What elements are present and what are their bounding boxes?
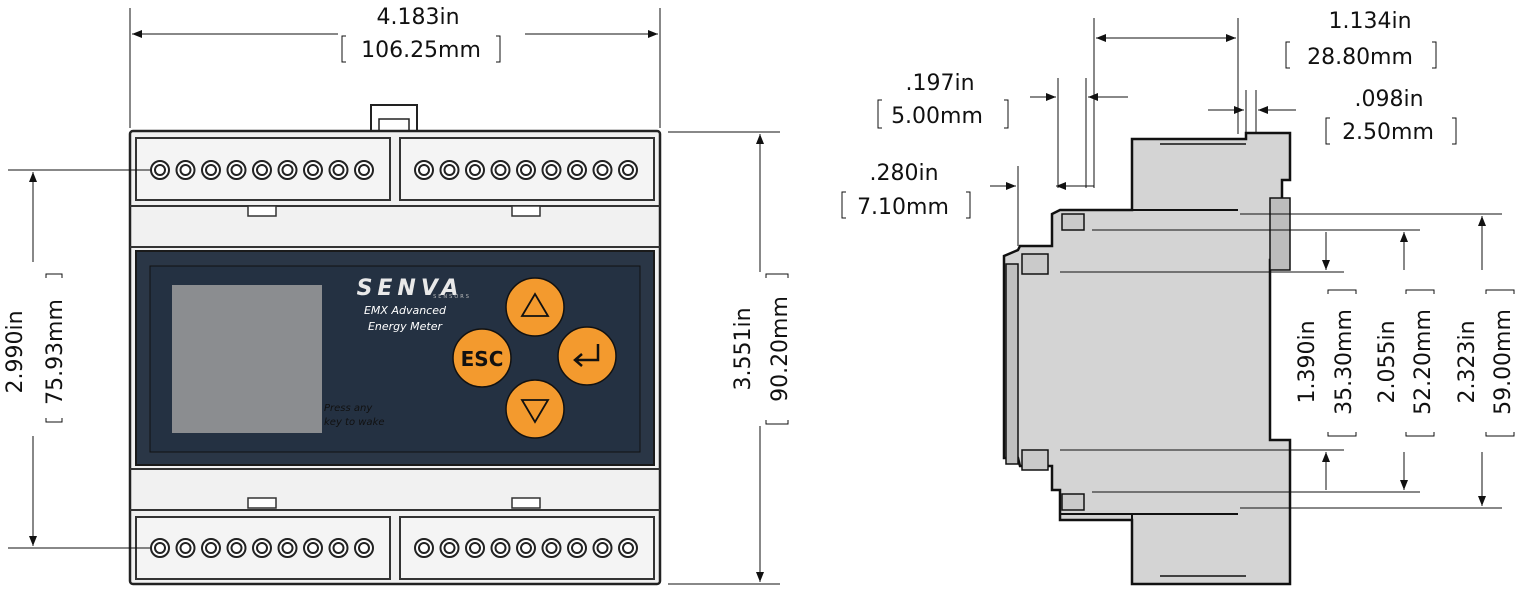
brand-subtitle: SENSORS (433, 294, 471, 300)
terminal-screw-center (230, 164, 243, 176)
height-dimension (668, 131, 789, 585)
terminal-screw-center (154, 542, 166, 554)
dim-098-mm-label: 2.50mm (1342, 120, 1434, 145)
height-mm-label: 90.20mm (768, 296, 793, 402)
side-right-dimensions (1060, 213, 1515, 509)
dim-280-in-label: .280in (869, 161, 938, 186)
terminal-screw-center (520, 542, 532, 554)
terminal-span-in-label: 2.990in (3, 310, 28, 393)
terminal-screw-center (154, 164, 166, 176)
triangle-down-icon (520, 399, 550, 424)
depth-in-label: 1.134in (1328, 9, 1411, 34)
terminal-screw-center (205, 542, 217, 554)
terminal-screw-center (520, 164, 532, 176)
terminal-span-dimension (8, 169, 150, 549)
terminal-screw-center (256, 542, 268, 554)
esc-button[interactable]: ESC (452, 328, 512, 388)
product-name-line2: Energy Meter (368, 320, 444, 333)
terminal-screw-center (469, 542, 481, 554)
product-name-line1: EMX Advanced (364, 304, 447, 317)
terminal-screw-center (205, 164, 217, 176)
terminal-screw-center (622, 542, 634, 554)
terminal-screw-center (281, 164, 294, 176)
terminal-screw-center (230, 542, 243, 554)
width-in-label: 4.183in (376, 5, 459, 30)
up-button[interactable] (505, 277, 565, 337)
dim-098-in-label: .098in (1354, 87, 1423, 112)
dim-280-mm-label: 7.10mm (857, 195, 949, 220)
wake-hint-line1: Press any (324, 403, 373, 414)
terminal-screw-center (622, 164, 634, 176)
terminal-screw-center (545, 542, 558, 554)
terminal-screw-center (307, 542, 319, 554)
terminal-screw-center (281, 542, 294, 554)
terminal-screw-center (571, 164, 583, 176)
dim-1390-in-label: 1.390in (1295, 320, 1320, 403)
dim-2055-mm-label: 52.20mm (1411, 309, 1436, 415)
height-in-label: 3.551in (731, 307, 756, 390)
esc-label: ESC (461, 347, 504, 371)
dim-1390-mm-label: 35.30mm (1332, 309, 1357, 415)
terminal-screw-center (332, 164, 345, 176)
terminal-screw-center (469, 164, 481, 176)
brand-logo: SENVA (357, 276, 464, 301)
side-top-dimensions (841, 18, 1457, 246)
terminal-screw-center (418, 542, 430, 554)
side-view: 1.134in 28.80mm .197in 5.00mm .098in 2.5… (841, 9, 1516, 586)
terminal-screw-center (545, 164, 558, 176)
dim-197-in-label: .197in (905, 71, 974, 96)
dim-2323-mm-label: 59.00mm (1491, 309, 1516, 415)
terminal-screw-center (596, 164, 609, 176)
terminal-screw-center (332, 542, 345, 554)
depth-mm-label: 28.80mm (1307, 45, 1413, 70)
terminal-screw-center (358, 164, 370, 176)
terminal-span-mm-label: 75.93mm (43, 299, 68, 405)
terminal-screws-top (150, 160, 638, 180)
dim-2055-in-label: 2.055in (1375, 320, 1400, 403)
terminal-screw-center (443, 542, 456, 554)
triangle-up-icon (520, 292, 550, 317)
side-profile-body (1002, 131, 1292, 586)
dim-197-mm-label: 5.00mm (891, 104, 983, 129)
terminal-screw-center (494, 542, 507, 554)
enter-arrow-icon (573, 344, 600, 367)
terminal-screw-center (179, 542, 192, 554)
down-button[interactable] (505, 379, 565, 439)
dim-2323-in-label: 2.323in (1455, 320, 1480, 403)
terminal-screw-center (418, 164, 430, 176)
terminal-screw-center (596, 542, 609, 554)
terminal-screws-bottom (150, 538, 638, 558)
width-dimension (129, 8, 661, 128)
terminal-screw-center (494, 164, 507, 176)
width-mm-label: 106.25mm (361, 38, 481, 63)
terminal-screw-center (307, 164, 319, 176)
wake-hint-line2: key to wake (324, 417, 385, 428)
terminal-screw-center (443, 164, 456, 176)
terminal-screw-center (179, 164, 192, 176)
lcd-screen (172, 285, 322, 433)
terminal-screw-center (358, 542, 370, 554)
terminal-screw-center (256, 164, 268, 176)
enter-button[interactable] (557, 326, 617, 386)
front-view: 4.183in 106.25mm SENVA SENSORS EMX Advan… (3, 5, 793, 586)
terminal-screw-center (571, 542, 583, 554)
